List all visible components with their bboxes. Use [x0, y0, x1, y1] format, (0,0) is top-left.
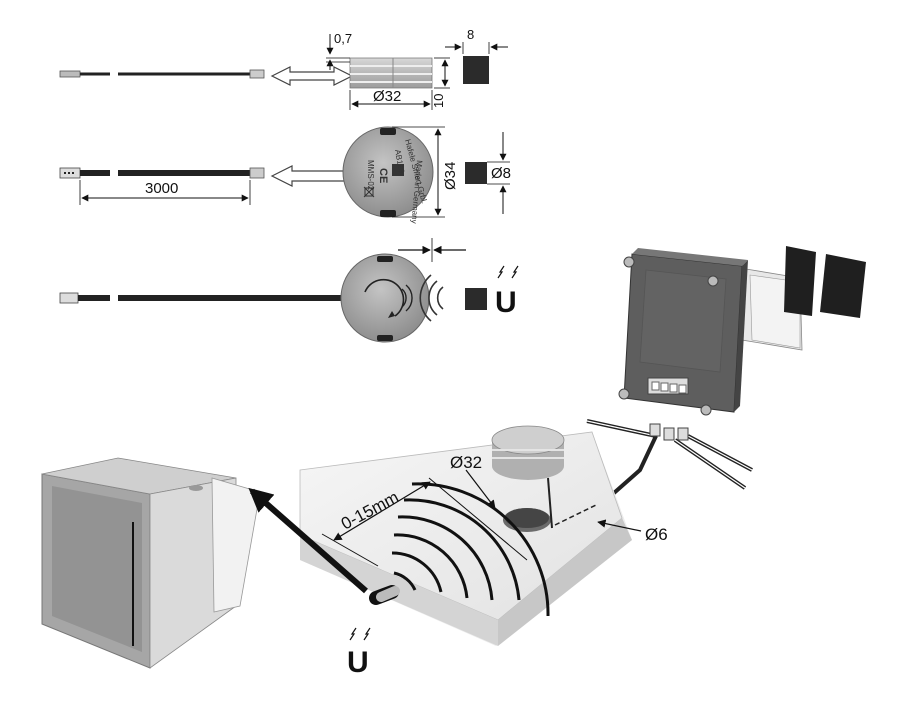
magnet-u-letter: U [495, 286, 517, 319]
weee-icon [363, 186, 375, 198]
dim-cable-length-label: 3000 [145, 180, 178, 197]
detection-row: U [59, 238, 519, 343]
magnet-u-icon-row3: U [495, 265, 519, 319]
install-diameter-label: Ø32 [450, 453, 482, 472]
dim-magnet-width-label: 8 [467, 27, 474, 42]
side-view-row: 0,7 8 Ø32 10 [59, 27, 508, 110]
magnet-u-letter-bottom: U [347, 646, 369, 679]
dim-lines-row3 [398, 238, 466, 262]
dim-lines-row1 [326, 34, 508, 110]
magnet-u-icon-bottom: U [347, 627, 371, 679]
dim-lines-row2 [392, 126, 510, 218]
dim-thickness-label: 0,7 [334, 31, 352, 46]
sensor-bottom-view [340, 253, 430, 343]
cable-row2 [59, 167, 265, 179]
magnet-top-view [465, 162, 487, 184]
sensor-top-view: MMS-02 Hafele Smart Grbl. AB123 Made in … [342, 126, 434, 224]
dim-sensor-diameter-top-label: Ø34 [442, 162, 459, 190]
sensor-side-view [349, 57, 433, 89]
sensor-serial-text: AB123 [393, 149, 406, 175]
dim-sensor-diameter-side-label: Ø32 [373, 88, 401, 105]
arrow-row2 [270, 165, 346, 187]
controller-module [618, 246, 866, 416]
top-view-row: 3000 MMS-02 Hafele Smart Grbl. AB123 Mad… [59, 126, 511, 224]
dim-magnet-diameter-label: Ø8 [491, 165, 511, 182]
sensor-3d [491, 425, 565, 529]
field-waves-row3 [419, 274, 444, 322]
magnet-detection [465, 288, 487, 310]
cable-row1 [59, 69, 265, 79]
magnet-pin [248, 487, 400, 605]
sensor-ce-mark: CE [377, 168, 389, 183]
double-arrow-row1 [270, 66, 354, 86]
dim-sensor-height-label: 10 [431, 94, 446, 108]
cable-row3 [59, 292, 345, 304]
sensor-model-text: MMS-02 [366, 160, 375, 191]
install-dim-lines [321, 469, 642, 567]
channel-diameter-label: Ø6 [645, 525, 668, 544]
cabinet [41, 457, 261, 669]
magnet-side-view [463, 56, 489, 84]
cable-length-dim [79, 180, 251, 205]
controller-cables [586, 419, 753, 502]
